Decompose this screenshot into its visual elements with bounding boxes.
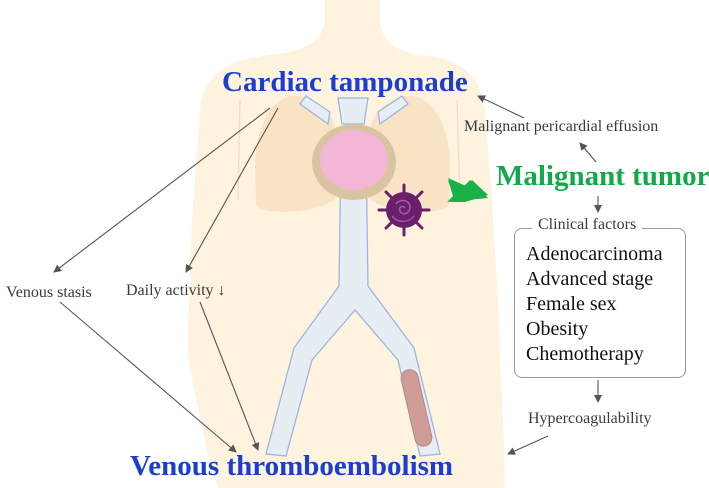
clinical-factor-item: Chemotherapy	[526, 343, 644, 365]
malignant-pericardial-effusion-label: Malignant pericardial effusion	[464, 118, 659, 135]
clinical-factor-item: Adenocarcinoma	[526, 243, 663, 265]
right-lung	[370, 95, 450, 212]
heart	[320, 130, 388, 190]
clinical-factor-item: Obesity	[526, 318, 589, 340]
left-lung	[255, 95, 335, 212]
malignant-tumor-label: Malignant tumor	[496, 160, 709, 192]
clinical-factors-list: Adenocarcinoma Advanced stage Female sex…	[526, 242, 663, 367]
clinical-factor-item: Advanced stage	[526, 268, 654, 290]
daily-activity-label: Daily activity ↓	[126, 282, 226, 299]
clinical-factor-item: Female sex	[526, 293, 617, 315]
hypercoagulability-label: Hypercoagulability	[528, 410, 652, 427]
clinical-factors-box	[514, 228, 686, 378]
connector-arrows	[53, 95, 602, 455]
vein-system	[265, 95, 441, 457]
clinical-factors-heading: Clinical factors	[532, 216, 643, 234]
venous-thromboembolism-label: Venous thromboembolism	[130, 450, 454, 482]
tumor	[377, 183, 431, 237]
venous-stasis-label: Venous stasis	[6, 284, 92, 301]
cardiac-tamponade-label: Cardiac tamponade	[222, 66, 468, 98]
thrombus	[400, 369, 433, 447]
